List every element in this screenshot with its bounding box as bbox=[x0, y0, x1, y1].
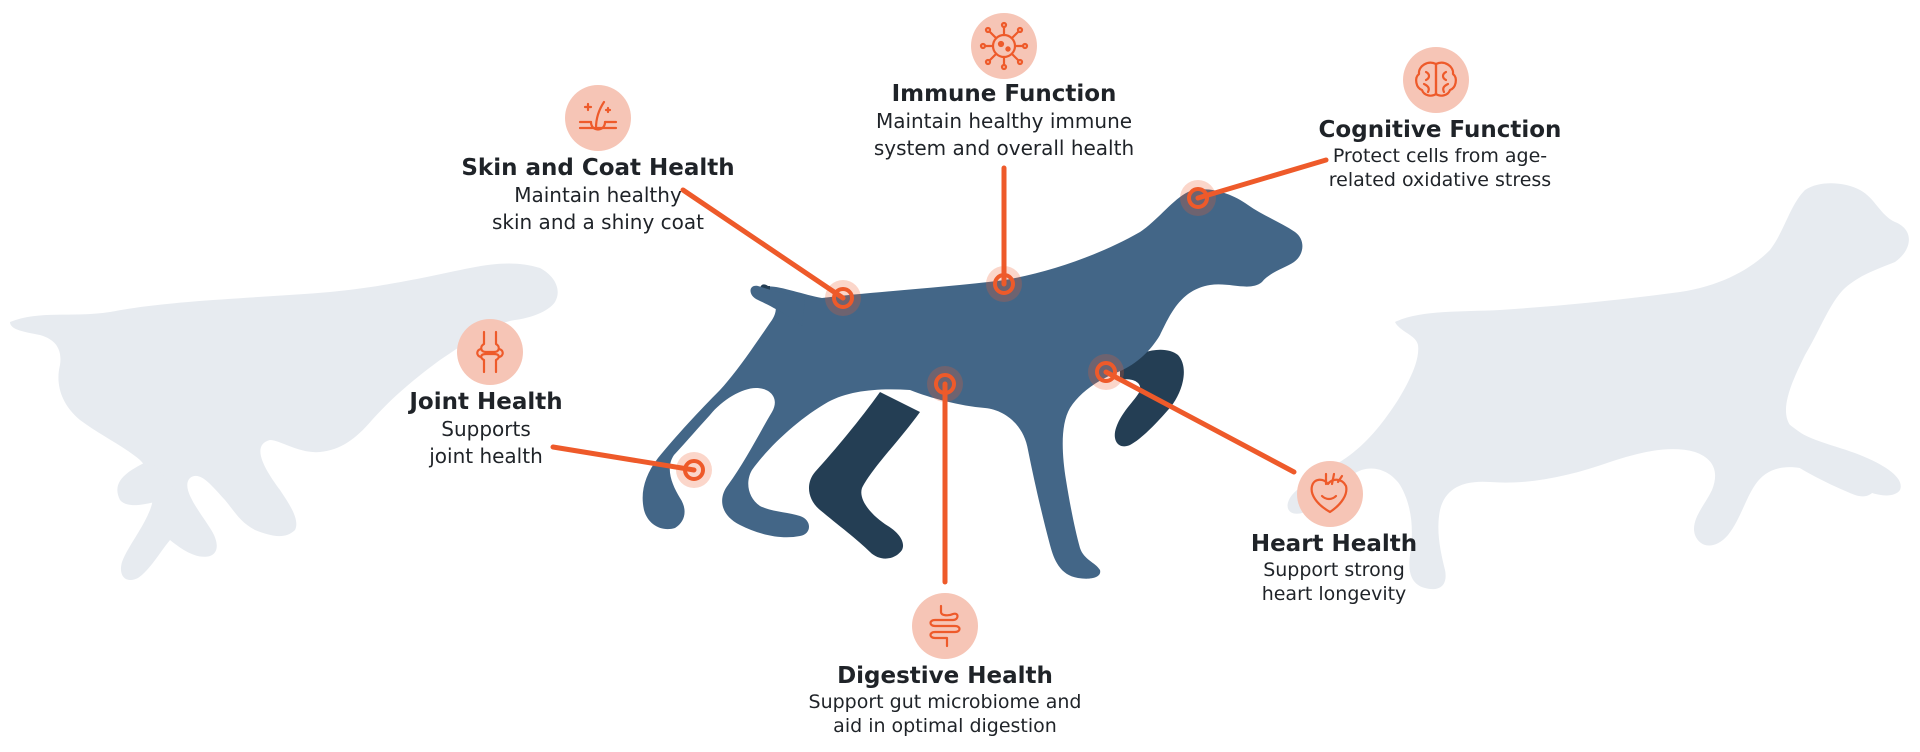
skin-description: Maintain healthy skin and a shiny coat bbox=[491, 183, 705, 234]
immune-description: Maintain healthy immune system and overa… bbox=[873, 109, 1135, 160]
digestive-title: Digestive Health bbox=[837, 663, 1053, 689]
knee-joint-icon bbox=[457, 319, 523, 385]
connector-lines bbox=[550, 157, 1329, 585]
heart-connector bbox=[1103, 369, 1297, 475]
joint-title: Joint Health bbox=[409, 389, 563, 415]
dog-tail-shape bbox=[750, 285, 805, 326]
cognitive-title: Cognitive Function bbox=[1318, 117, 1562, 143]
digestive-description: Support gut microbiome and aid in optima… bbox=[808, 691, 1082, 737]
joint-connector bbox=[550, 444, 697, 473]
callout-heart: Heart Health Support strong heart longev… bbox=[1234, 530, 1434, 606]
dog-body bbox=[642, 189, 1303, 579]
dog-back-leg-far bbox=[808, 392, 920, 559]
joint-marker bbox=[676, 452, 712, 488]
dog-illustration bbox=[642, 189, 1303, 579]
heart-organ-icon bbox=[1297, 461, 1363, 527]
immune-title: Immune Function bbox=[891, 81, 1117, 107]
joint-description: Supports joint health bbox=[429, 417, 543, 468]
callout-skin: Skin and Coat Health Maintain healthy sk… bbox=[458, 154, 738, 236]
body-markers bbox=[676, 180, 1216, 488]
cognitive-connector bbox=[1195, 157, 1329, 201]
heart-marker bbox=[1088, 354, 1124, 390]
immune-marker bbox=[986, 266, 1022, 302]
callout-digestive: Digestive Health Support gut microbiome … bbox=[795, 662, 1095, 738]
cognitive-description: Protect cells from age- related oxidativ… bbox=[1328, 145, 1552, 191]
dog-front-leg-raised bbox=[1114, 349, 1184, 447]
virus-icon bbox=[971, 13, 1037, 79]
right-dog-silhouette bbox=[1287, 183, 1909, 590]
callout-cognitive: Cognitive Function Protect cells from ag… bbox=[1306, 116, 1574, 192]
skin-title: Skin and Coat Health bbox=[461, 155, 735, 181]
skin-marker bbox=[825, 280, 861, 316]
hair-follicle-icon bbox=[565, 85, 631, 151]
callout-joint: Joint Health Supports joint health bbox=[396, 388, 576, 470]
left-dog-silhouette bbox=[10, 263, 558, 581]
skin-connector bbox=[680, 187, 846, 301]
icon-badges bbox=[457, 13, 1469, 659]
brain-icon bbox=[1403, 47, 1469, 113]
intestine-icon bbox=[912, 593, 978, 659]
cognitive-marker bbox=[1180, 180, 1216, 216]
heart-title: Heart Health bbox=[1250, 531, 1418, 557]
digestive-marker bbox=[927, 366, 963, 402]
callout-immune: Immune Function Maintain healthy immune … bbox=[864, 80, 1144, 162]
heart-description: Support strong heart longevity bbox=[1261, 559, 1407, 605]
